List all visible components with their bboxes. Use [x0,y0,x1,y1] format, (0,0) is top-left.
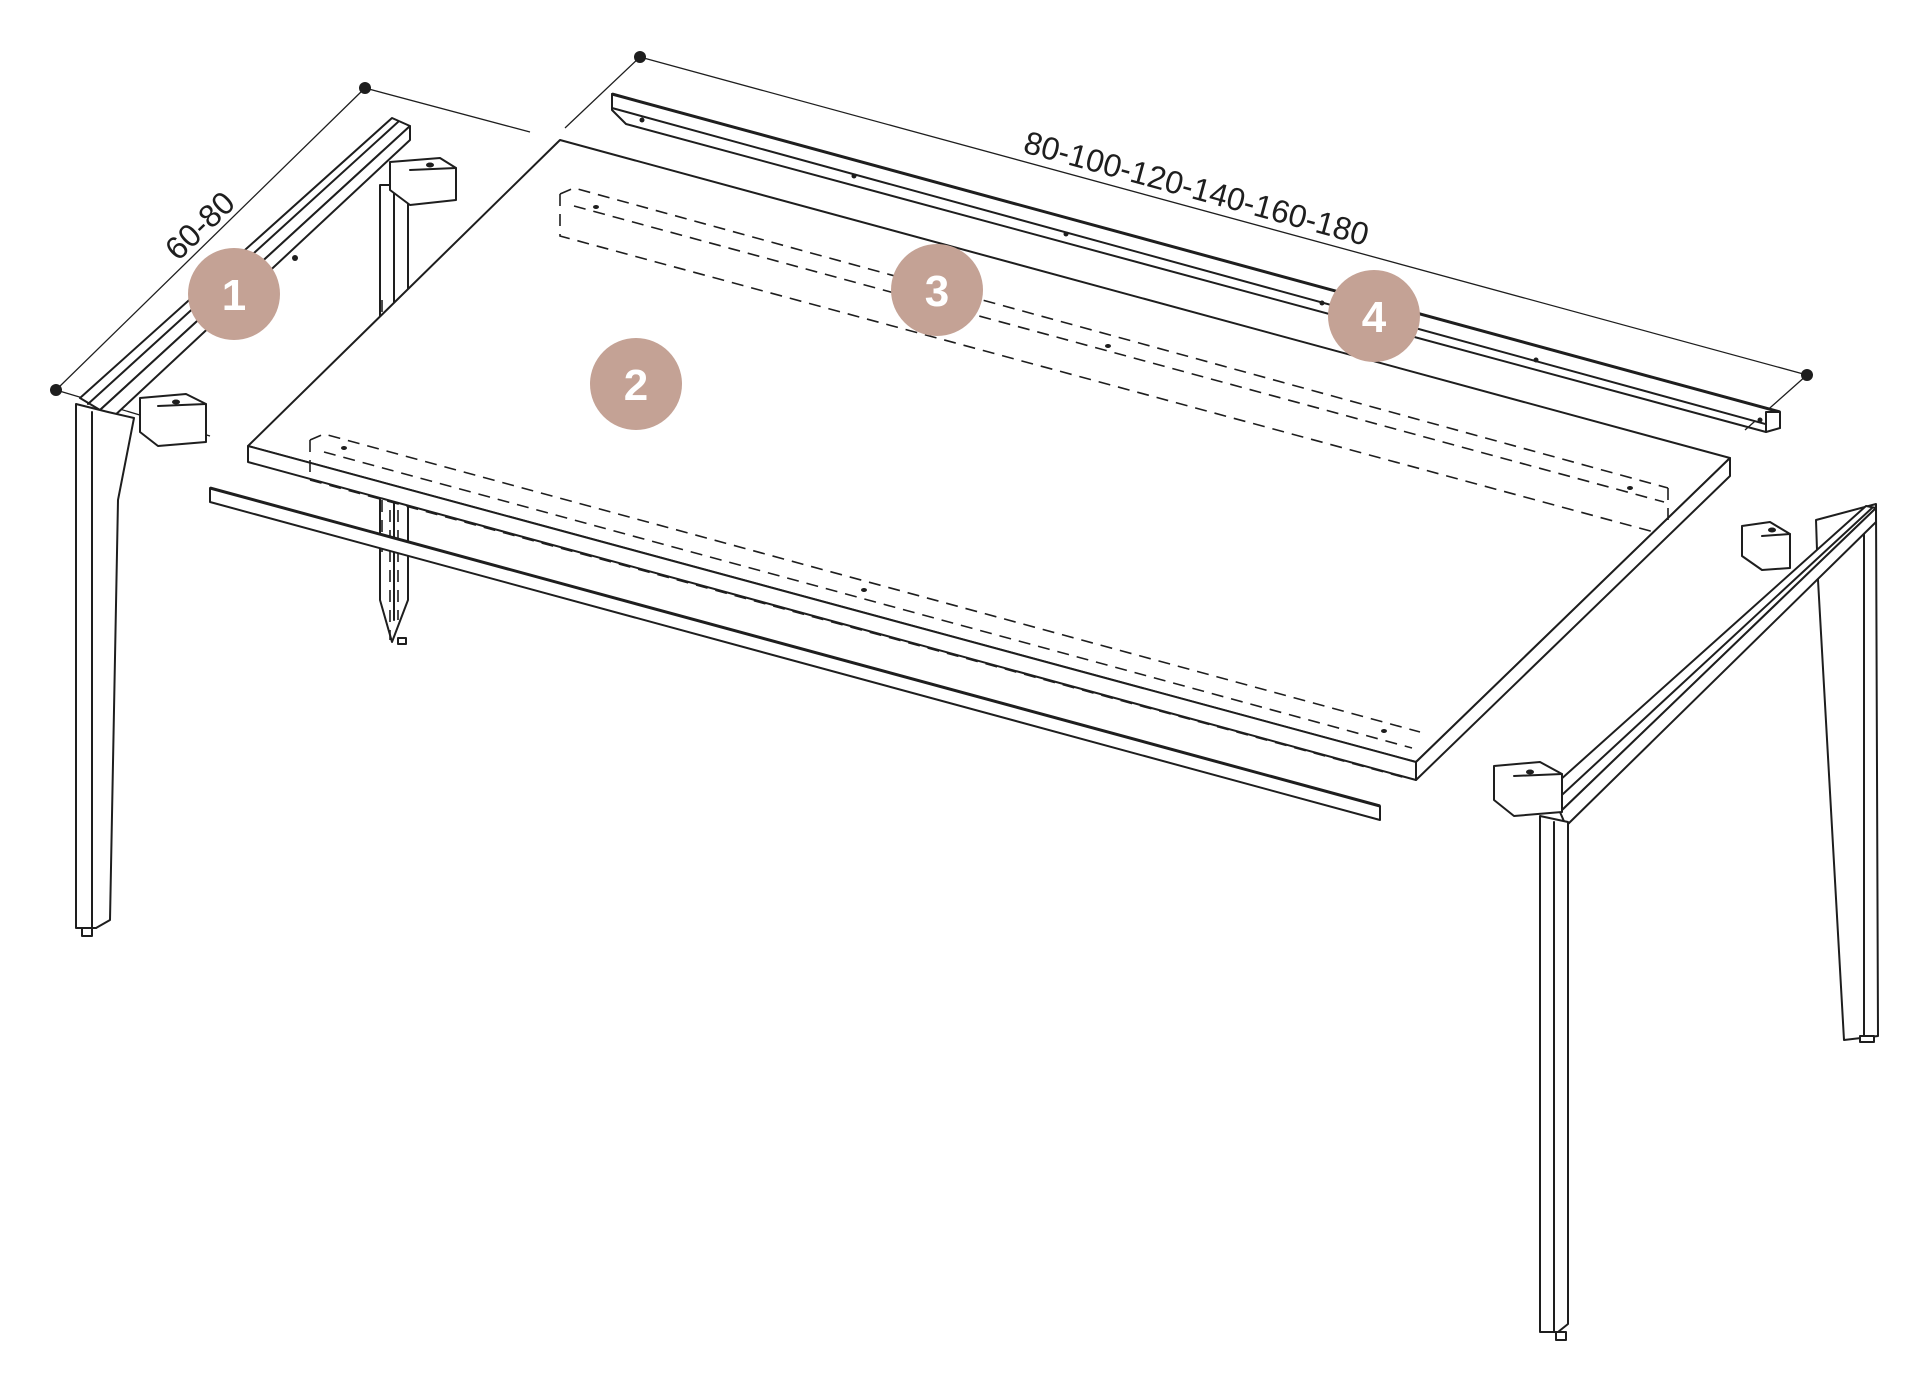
badge-circle [1328,270,1420,362]
badge-label: 4 [1362,293,1387,342]
badge-3: 3 [891,244,983,336]
badge-label: 2 [624,361,648,410]
right-leg-frame [1493,503,1879,1341]
badge-1: 1 [188,248,280,340]
left-leg-frame [75,117,457,937]
dimension-endpoint [1801,369,1813,381]
badge-circle [590,338,682,430]
front-side-rail [209,486,1381,821]
badge-label: 3 [925,267,949,316]
badge-circle [188,248,280,340]
badge-label: 1 [222,271,246,320]
table-top [247,139,1731,781]
dimension-endpoint [634,51,646,63]
badge-4: 4 [1328,270,1420,362]
badge-circle [891,244,983,336]
back-side-rail [611,92,1781,433]
dimension-endpoint [50,384,62,396]
badge-2: 2 [590,338,682,430]
hidden-support-frame [309,187,1669,779]
